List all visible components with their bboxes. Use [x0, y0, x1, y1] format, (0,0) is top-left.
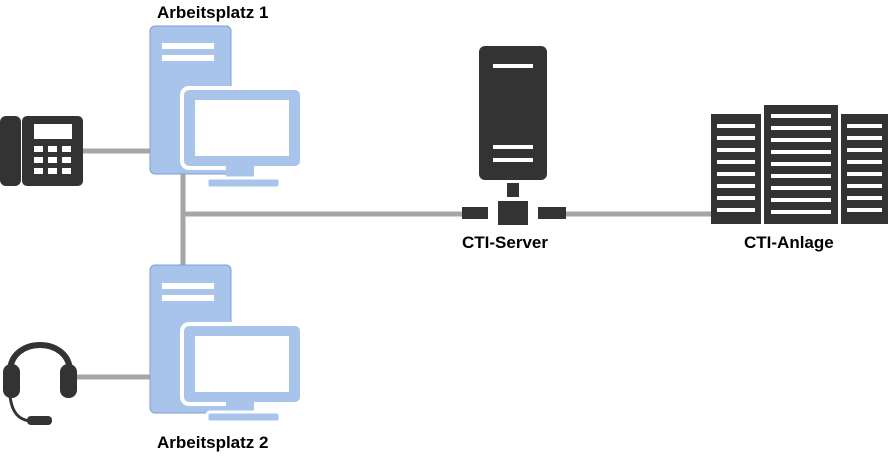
label-workstation-2: Arbeitsplatz 2 — [157, 433, 269, 452]
server-icon — [462, 46, 566, 225]
label-workstation-1: Arbeitsplatz 1 — [157, 3, 269, 22]
label-cti-system: CTI-Anlage — [744, 233, 834, 252]
desk-phone-icon — [0, 116, 83, 186]
label-cti-server: CTI-Server — [462, 233, 548, 252]
workstation-icon — [149, 25, 304, 190]
pbx-rack-icon — [711, 105, 888, 224]
headset-icon — [3, 342, 77, 425]
connector-lines — [76, 148, 712, 380]
workstation-icon — [149, 264, 304, 424]
